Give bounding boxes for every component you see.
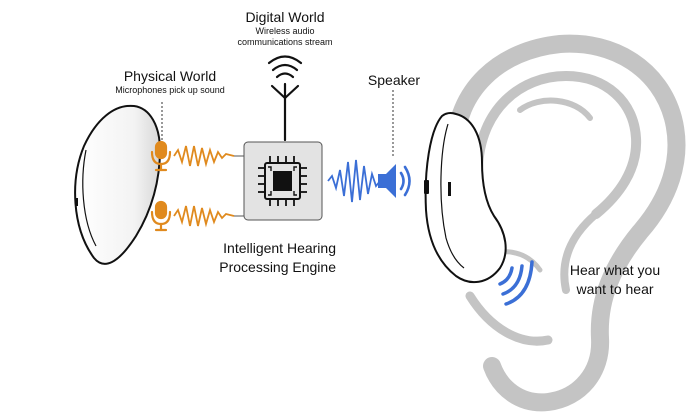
digital-world-title: Digital World	[245, 9, 325, 25]
hearing-aid-in-ear	[424, 111, 507, 284]
hear-label-line1: Hear what you	[569, 262, 661, 278]
physical-world-subtitle: Microphones pick up sound	[115, 85, 225, 95]
microphone-icon	[150, 140, 172, 172]
sound-wave-bottom	[173, 205, 235, 228]
engine-label-line2: Processing Engine	[219, 259, 336, 275]
digital-world-line2: communications stream	[237, 37, 333, 47]
speaker-label: Speaker	[367, 72, 421, 88]
antenna-icon	[267, 55, 303, 142]
hearing-aid-side-view	[74, 104, 162, 265]
sound-wave-top	[173, 145, 235, 168]
leader-lines	[161, 90, 394, 156]
hear-sound-waves-icon	[498, 260, 534, 306]
chip-connectors	[234, 155, 245, 217]
hear-label-line2: want to hear	[576, 281, 654, 297]
microphone-icon	[150, 200, 172, 232]
engine-label-line1: Intelligent Hearing	[223, 240, 336, 256]
speaker-icon	[378, 164, 411, 198]
digital-world-line1: Wireless audio	[255, 26, 315, 36]
sound-wave-output	[327, 159, 381, 203]
processor-chip-icon	[243, 141, 323, 221]
physical-world-title: Physical World	[123, 68, 217, 84]
